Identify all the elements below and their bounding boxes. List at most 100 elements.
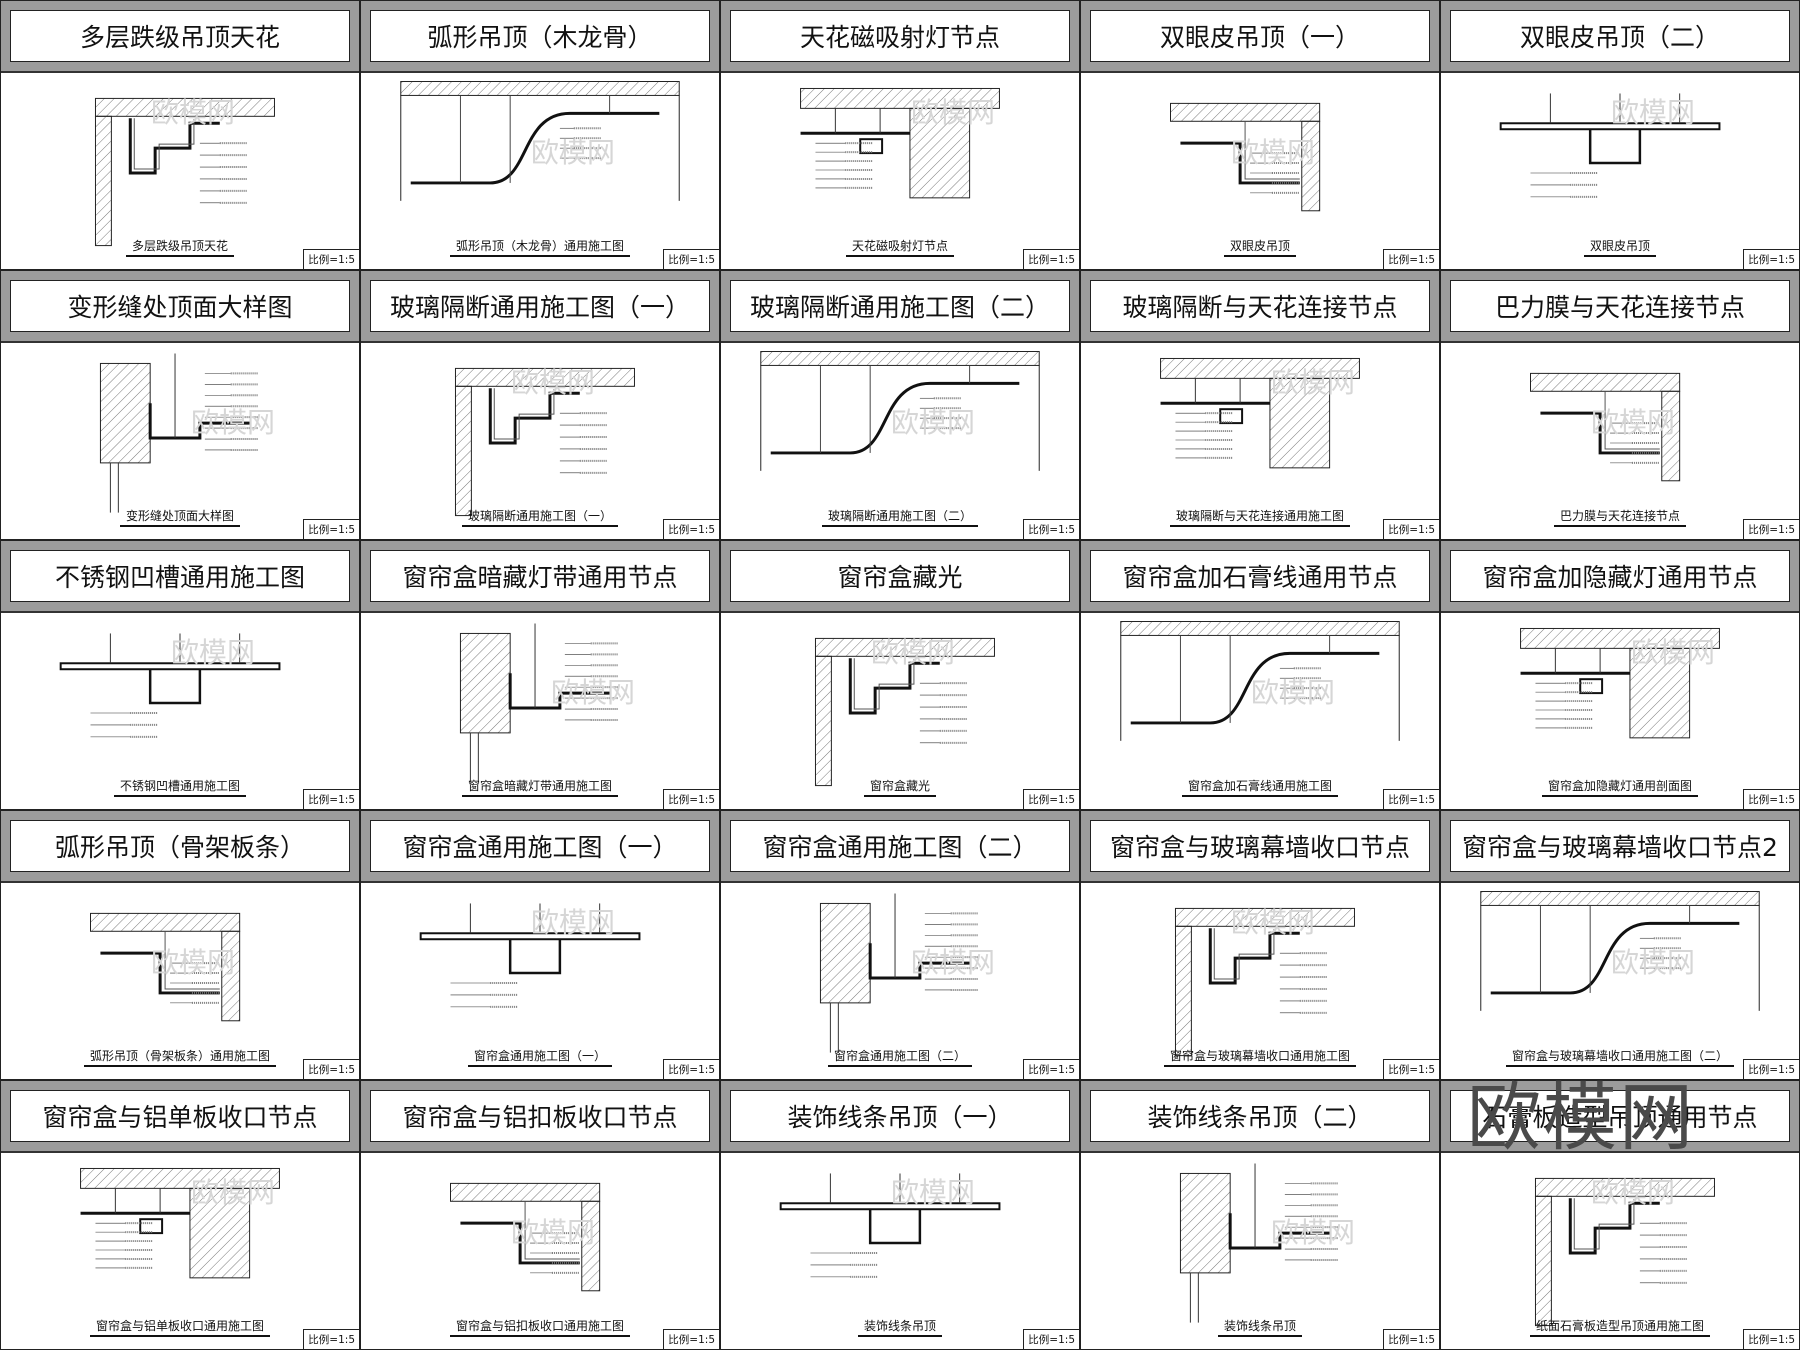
- detail-drawing-svg: [400, 81, 680, 201]
- cell-title-bar: 玻璃隔断通用施工图（二）: [721, 271, 1079, 343]
- detail-drawing: [1, 73, 359, 269]
- drawing-caption-text: 变形缝处顶面大样图: [119, 507, 240, 527]
- drawing-caption-text: 巴力膜与天花连接节点: [1553, 507, 1686, 527]
- detail-drawing: [1, 343, 359, 539]
- scale-label: 比例=1:5: [1023, 249, 1079, 269]
- detail-drawing: [1081, 1153, 1439, 1349]
- scale-label: 比例=1:5: [303, 1329, 359, 1349]
- cell-title-bar: 石膏板造型吊顶通用节点: [1441, 1081, 1799, 1153]
- cell-title-bar: 窗帘盒与玻璃幕墙收口节点2: [1441, 811, 1799, 883]
- cell-title: 窗帘盒通用施工图（一）: [370, 820, 710, 872]
- detail-cell: 装饰线条吊顶（一） 欧模网 装饰线条吊顶 比例=1:5: [720, 1080, 1080, 1350]
- scale-label: 比例=1:5: [1743, 1059, 1799, 1079]
- scale-label: 比例=1:5: [303, 1059, 359, 1079]
- scale-label: 比例=1:5: [1743, 1329, 1799, 1349]
- drawing-caption: 玻璃隔断通用施工图（二）: [721, 507, 1079, 527]
- detail-drawing-svg: [90, 912, 241, 1022]
- cell-title-bar: 变形缝处顶面大样图: [1, 271, 359, 343]
- drawing-caption: 纸面石膏板造型吊顶通用施工图: [1441, 1317, 1799, 1337]
- detail-drawing-svg: [1160, 357, 1360, 469]
- cell-title: 玻璃隔断通用施工图（二）: [730, 280, 1070, 332]
- cell-title: 窗帘盒加石膏线通用节点: [1090, 550, 1430, 602]
- detail-drawing-svg: [800, 87, 1000, 199]
- scale-label: 比例=1:5: [1743, 249, 1799, 269]
- drawing-caption-text: 玻璃隔断通用施工图（二）: [821, 507, 978, 527]
- scale-label: 比例=1:5: [663, 1059, 719, 1079]
- detail-drawing: [1081, 883, 1439, 1079]
- detail-drawing: [1, 1153, 359, 1349]
- drawing-caption-text: 玻璃隔断与天花连接通用施工图: [1169, 507, 1350, 527]
- drawing-caption: 天花磁吸射灯节点: [721, 237, 1079, 257]
- detail-cell: 弧形吊顶（骨架板条） 欧模网 弧形吊顶（骨架板条）通用施工图 比例=1:5: [0, 810, 360, 1080]
- detail-drawing: [721, 613, 1079, 809]
- cell-title: 窗帘盒加隐藏灯通用节点: [1450, 550, 1790, 602]
- drawing-caption: 双眼皮吊顶: [1081, 237, 1439, 257]
- detail-cell: 窗帘盒通用施工图（二） 欧模网 窗帘盒通用施工图（二） 比例=1:5: [720, 810, 1080, 1080]
- drawing-caption-text: 窗帘盒加石膏线通用施工图: [1181, 777, 1338, 797]
- drawing-caption: 玻璃隔断通用施工图（一）: [361, 507, 719, 527]
- drawing-caption: 窗帘盒与铝单板收口通用施工图: [1, 1317, 359, 1337]
- cell-title-bar: 天花磁吸射灯节点: [721, 1, 1079, 73]
- scale-label: 比例=1:5: [1023, 789, 1079, 809]
- detail-drawing-svg: [1174, 907, 1355, 1057]
- cell-title-bar: 窗帘盒通用施工图（一）: [361, 811, 719, 883]
- cell-title: 窗帘盒与铝单板收口节点: [10, 1090, 350, 1142]
- detail-cell: 玻璃隔断通用施工图（一） 欧模网 玻璃隔断通用施工图（一） 比例=1:5: [360, 270, 720, 540]
- cell-title-bar: 窗帘盒与铝扣板收口节点: [361, 1081, 719, 1153]
- cell-title: 窗帘盒通用施工图（二）: [730, 820, 1070, 872]
- drawing-caption: 弧形吊顶（骨架板条）通用施工图: [1, 1047, 359, 1067]
- drawing-caption-text: 窗帘盒暗藏灯带通用施工图: [461, 777, 618, 797]
- scale-label: 比例=1:5: [303, 789, 359, 809]
- cell-title: 窗帘盒与玻璃幕墙收口节点2: [1450, 820, 1790, 872]
- drawing-caption: 双眼皮吊顶: [1441, 237, 1799, 257]
- detail-drawing: [1441, 73, 1799, 269]
- cell-title: 窗帘盒与铝扣板收口节点: [370, 1090, 710, 1142]
- scale-label: 比例=1:5: [1383, 789, 1439, 809]
- scale-label: 比例=1:5: [663, 519, 719, 539]
- drawing-caption-text: 装饰线条吊顶: [857, 1317, 942, 1337]
- detail-cell: 窗帘盒加隐藏灯通用节点 欧模网 窗帘盒加隐藏灯通用剖面图 比例=1:5: [1440, 540, 1800, 810]
- cell-title: 窗帘盒藏光: [730, 550, 1070, 602]
- drawing-caption: 装饰线条吊顶: [1081, 1317, 1439, 1337]
- detail-drawing-svg: [459, 623, 619, 783]
- detail-drawing-svg: [94, 97, 275, 247]
- detail-cell: 窗帘盒暗藏灯带通用节点 欧模网 窗帘盒暗藏灯带通用施工图 比例=1:5: [360, 540, 720, 810]
- detail-drawing: [1, 883, 359, 1079]
- cell-title-bar: 巴力膜与天花连接节点: [1441, 271, 1799, 343]
- drawing-caption: 窗帘盒通用施工图（二）: [721, 1047, 1079, 1067]
- scale-label: 比例=1:5: [663, 1329, 719, 1349]
- drawing-caption-text: 多层跌级吊顶天花: [125, 237, 234, 257]
- detail-drawing: [1441, 1153, 1799, 1349]
- cell-title: 天花磁吸射灯节点: [730, 10, 1070, 62]
- drawing-caption-text: 窗帘盒与铝单板收口通用施工图: [89, 1317, 270, 1337]
- cell-title: 玻璃隔断通用施工图（一）: [370, 280, 710, 332]
- cell-title-bar: 弧形吊顶（木龙骨）: [361, 1, 719, 73]
- detail-drawing: [721, 1153, 1079, 1349]
- drawing-caption-text: 天花磁吸射灯节点: [845, 237, 954, 257]
- drawing-caption: 不锈钢凹槽通用施工图: [1, 777, 359, 797]
- scale-label: 比例=1:5: [1383, 1329, 1439, 1349]
- cell-title-bar: 装饰线条吊顶（一）: [721, 1081, 1079, 1153]
- scale-label: 比例=1:5: [1383, 249, 1439, 269]
- detail-drawing-svg: [419, 903, 641, 1008]
- drawing-caption: 窗帘盒通用施工图（一）: [361, 1047, 719, 1067]
- cell-title: 巴力膜与天花连接节点: [1450, 280, 1790, 332]
- drawing-caption-text: 窗帘盒与玻璃幕墙收口通用施工图: [1163, 1047, 1356, 1067]
- drawing-caption-text: 窗帘盒藏光: [863, 777, 936, 797]
- scale-label: 比例=1:5: [1383, 1059, 1439, 1079]
- drawing-caption-text: 装饰线条吊顶: [1217, 1317, 1302, 1337]
- drawing-caption-text: 不锈钢凹槽通用施工图: [113, 777, 246, 797]
- drawing-caption: 多层跌级吊顶天花: [1, 237, 359, 257]
- detail-cell: 石膏板造型吊顶通用节点 欧模网 纸面石膏板造型吊顶通用施工图 比例=1:5: [1440, 1080, 1800, 1350]
- detail-cell: 装饰线条吊顶（二） 欧模网 装饰线条吊顶 比例=1:5: [1080, 1080, 1440, 1350]
- cell-title-bar: 窗帘盒藏光: [721, 541, 1079, 613]
- drawing-caption-text: 弧形吊顶（木龙骨）通用施工图: [449, 237, 630, 257]
- drawing-caption: 窗帘盒与铝扣板收口通用施工图: [361, 1317, 719, 1337]
- cell-title: 多层跌级吊顶天花: [10, 10, 350, 62]
- detail-drawing: [1, 613, 359, 809]
- detail-cell: 玻璃隔断通用施工图（二） 欧模网 玻璃隔断通用施工图（二） 比例=1:5: [720, 270, 1080, 540]
- detail-drawing-svg: [1534, 1177, 1715, 1327]
- cell-title: 弧形吊顶（骨架板条）: [10, 820, 350, 872]
- detail-drawing: [1441, 883, 1799, 1079]
- detail-cell: 窗帘盒与铝扣板收口节点 欧模网 窗帘盒与铝扣板收口通用施工图 比例=1:5: [360, 1080, 720, 1350]
